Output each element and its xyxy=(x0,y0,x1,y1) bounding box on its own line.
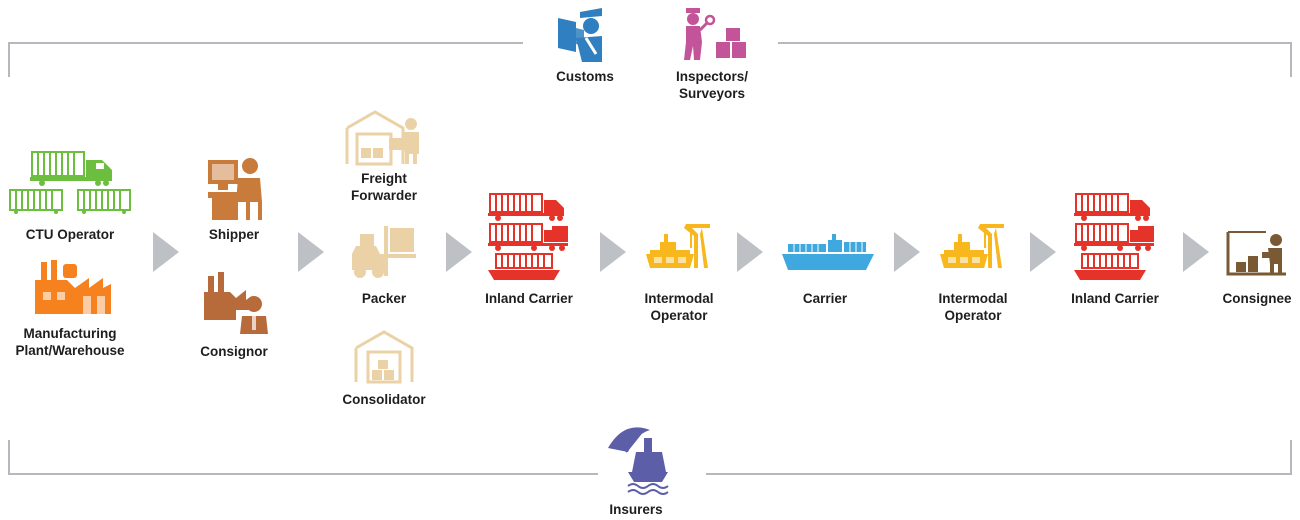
warehouse-icon xyxy=(354,330,414,384)
consolidator-label: Consolidator xyxy=(342,392,426,407)
inland-carrier-2-label: Inland Carrier xyxy=(1071,291,1159,306)
bottom-bracket-left xyxy=(8,440,598,475)
insurers-label: Insurers xyxy=(609,502,663,517)
flow-arrow xyxy=(600,232,626,272)
flow-arrow xyxy=(737,232,763,272)
manufacturing-label: Manufacturing Plant/Warehouse xyxy=(15,326,125,358)
receiving-worker-icon xyxy=(1226,231,1286,276)
inspector-icon xyxy=(684,8,746,60)
ctu-operator-label: CTU Operator xyxy=(25,227,115,242)
container-truck-icon xyxy=(9,151,131,214)
top-bracket-right xyxy=(778,42,1292,77)
inspectors-label: Inspectors/ Surveyors xyxy=(675,69,749,101)
customs-officer-icon xyxy=(558,8,602,62)
port-crane-icon xyxy=(646,224,710,268)
intermodal-operator-1-label: Intermodal Operator xyxy=(644,291,714,323)
customs-label: Customs xyxy=(556,69,614,84)
flow-arrow xyxy=(894,232,920,272)
office-worker-icon xyxy=(208,158,262,220)
consignor-label: Consignor xyxy=(200,344,268,359)
carrier-label: Carrier xyxy=(802,291,848,306)
factory-icon xyxy=(35,260,111,314)
port-crane-icon xyxy=(940,224,1004,268)
warehouse-worker-icon xyxy=(345,110,419,166)
truck-train-barge-icon xyxy=(488,193,568,280)
shipper-label: Shipper xyxy=(208,227,260,242)
flow-arrow xyxy=(298,232,324,272)
packer-label: Packer xyxy=(361,291,407,306)
bottom-bracket-right xyxy=(706,440,1292,475)
intermodal-operator-2-label: Intermodal Operator xyxy=(938,291,1008,323)
flow-arrow xyxy=(446,232,472,272)
freight-forwarder-label: Freight Forwarder xyxy=(350,171,418,203)
umbrella-ship-icon xyxy=(608,427,669,495)
container-ship-icon xyxy=(782,234,874,270)
flow-arrow xyxy=(153,232,179,272)
truck-train-barge-icon xyxy=(1074,193,1154,280)
forklift-icon xyxy=(352,226,416,278)
consignee-label: Consignee xyxy=(1222,291,1292,306)
inland-carrier-1-label: Inland Carrier xyxy=(485,291,573,306)
factory-worker-icon xyxy=(204,272,268,334)
top-bracket-left xyxy=(8,42,523,77)
flow-arrow xyxy=(1183,232,1209,272)
flow-arrow xyxy=(1030,232,1056,272)
